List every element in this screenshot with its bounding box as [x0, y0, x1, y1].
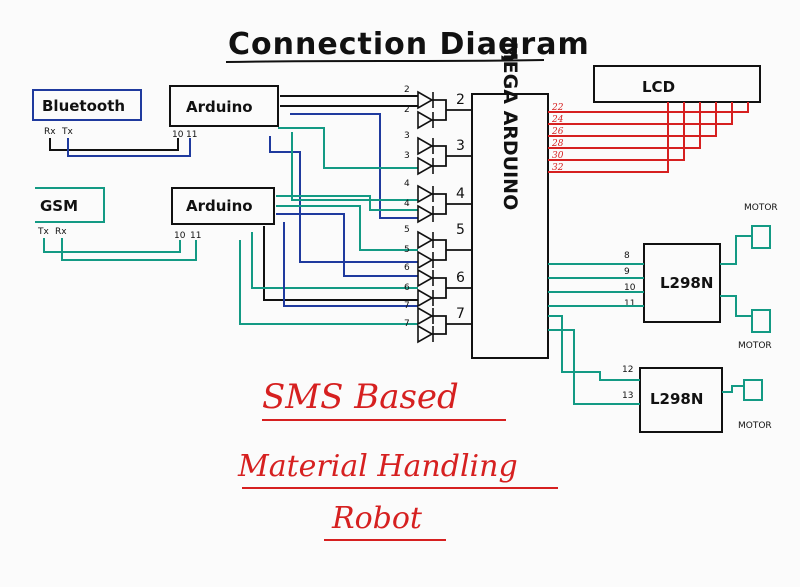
diagram-title: Connection Diagram [228, 27, 590, 62]
diode [417, 288, 434, 308]
lcd-label: LCD [642, 78, 675, 96]
diode [417, 324, 434, 344]
gsm-tx-pin: Tx [37, 227, 49, 237]
gsm-rx-pin: Rx [55, 227, 67, 237]
driver-1-pin-9: 9 [624, 267, 630, 277]
diode-pin-label: 5 [404, 225, 410, 235]
project-title-line-2: Material Handling [237, 449, 518, 484]
mega-pin-label: 7 [456, 306, 465, 322]
motor-label: MOTOR [744, 203, 778, 213]
mega-pin-label: 4 [456, 186, 465, 202]
motor-label: MOTOR [738, 421, 772, 431]
motor-label: MOTOR [738, 341, 772, 351]
gsm-label: GSM [40, 197, 78, 215]
driver-1-label: L298N [660, 274, 713, 292]
gsm-wiring [43, 238, 197, 261]
driver-2-pin-12: 12 [622, 365, 633, 375]
bluetooth-module: Bluetooth Rx Tx [32, 89, 142, 137]
mega-pin-label: 5 [456, 222, 465, 238]
diode-pin-labels: 2 2 3 3 4 4 5 5 6 6 7 7 [404, 85, 410, 329]
mega-pin-label: 6 [456, 270, 465, 286]
diode [417, 184, 434, 204]
lcd-pin-label: 26 [551, 127, 564, 137]
driver-2-wiring [548, 315, 640, 405]
driver-1-wiring [548, 263, 644, 307]
motor-labels: MOTOR MOTOR MOTOR [738, 203, 778, 431]
bluetooth-rx-pin: Rx [44, 127, 56, 137]
diode-pin-label: 6 [404, 283, 410, 293]
l298n-driver-1: L298N 8 9 10 11 [624, 243, 721, 323]
diode-pin-label: 3 [404, 131, 410, 141]
mega-pin-label: 3 [456, 138, 465, 154]
diode-pin-label: 4 [404, 199, 410, 209]
title-underline [225, 59, 545, 63]
l298n-driver-2: L298N 12 13 [622, 365, 723, 433]
driver-1-pin-11: 11 [624, 299, 635, 309]
driver-2-pin-13: 13 [622, 391, 633, 401]
mega-pin-label: 2 [456, 92, 465, 108]
project-title-line-1: SMS Based [262, 377, 459, 417]
diode [417, 136, 434, 156]
diode-pin-label: 7 [404, 301, 410, 311]
diode [417, 268, 434, 288]
project-title: SMS Based Material Handling Robot [237, 377, 558, 541]
arduino-top-label: Arduino [186, 98, 253, 116]
lcd-pin-label: 30 [552, 151, 564, 161]
mega-arduino-board: MEGA ARDUINO [471, 42, 549, 359]
arduino-bottom-label: Arduino [186, 197, 253, 215]
arduino-bottom-pin-11: 11 [190, 231, 201, 241]
lcd-pin-labels: 22 24 26 28 30 32 [551, 103, 564, 173]
diode [417, 306, 434, 326]
mega-pin-labels: 2 3 4 5 6 7 [456, 92, 465, 322]
diode-ladder [417, 90, 434, 344]
driver-1-pin-8: 8 [624, 251, 630, 261]
bluetooth-label: Bluetooth [42, 97, 125, 115]
diode-pin-label: 4 [404, 179, 410, 189]
driver-2-label: L298N [650, 390, 703, 408]
diode-to-mega-wiring [433, 99, 472, 335]
lcd-wiring [548, 102, 749, 173]
diode [417, 204, 434, 224]
diode [417, 156, 434, 176]
diode-pin-label: 5 [404, 245, 410, 255]
arduino-top-module: Arduino 10 11 [169, 85, 279, 140]
lcd-pin-label: 22 [551, 103, 564, 113]
lcd-pin-label: 32 [552, 163, 564, 173]
diode-pin-label: 6 [404, 263, 410, 273]
diode-pin-label: 7 [404, 319, 410, 329]
arduino-to-diode-wiring [239, 95, 418, 325]
diode-pin-label: 2 [404, 105, 410, 115]
gsm-module: GSM Tx Rx [35, 187, 105, 237]
diode [417, 90, 434, 110]
bluetooth-wiring [49, 138, 191, 157]
motor-wiring [720, 225, 771, 401]
arduino-bottom-module: Arduino 10 11 [171, 187, 275, 241]
lcd-module: LCD [593, 65, 761, 103]
project-title-line-3: Robot [331, 501, 423, 536]
bluetooth-tx-pin: Tx [61, 127, 73, 137]
arduino-bottom-pin-10: 10 [174, 231, 186, 241]
diode-pin-label: 3 [404, 151, 410, 161]
lcd-pin-label: 24 [551, 115, 564, 125]
lcd-pin-label: 28 [551, 139, 564, 149]
mega-label: MEGA ARDUINO [499, 42, 521, 210]
driver-1-pin-10: 10 [624, 283, 636, 293]
diode [417, 250, 434, 270]
diode [417, 110, 434, 130]
diode-pin-label: 2 [404, 85, 410, 95]
diode [417, 230, 434, 250]
arduino-top-pin-10: 10 [172, 130, 184, 140]
arduino-top-pin-11: 11 [186, 130, 197, 140]
